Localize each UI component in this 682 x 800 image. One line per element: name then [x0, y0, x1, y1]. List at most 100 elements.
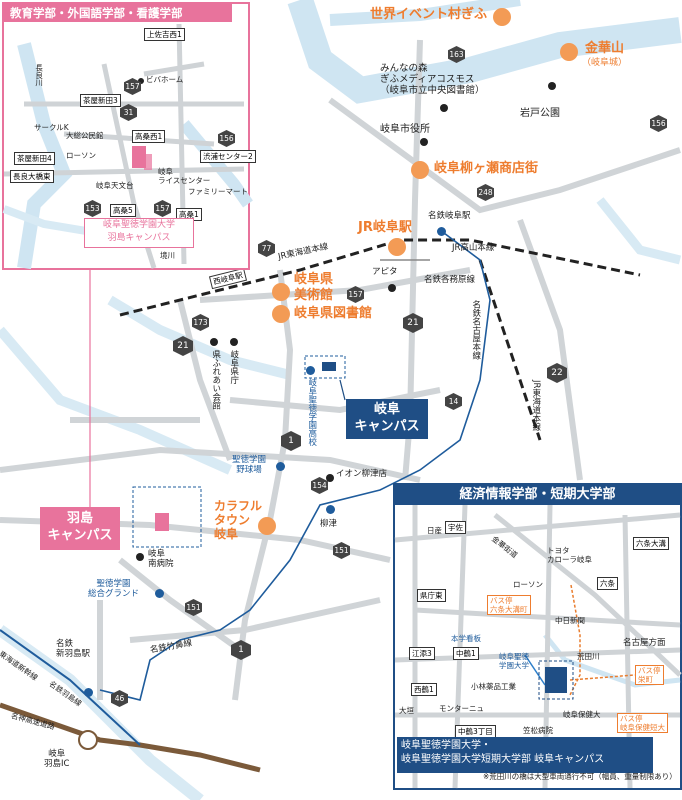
- gifu-campus-marker: [322, 362, 336, 371]
- hashima-campus-dashbox: [132, 486, 202, 548]
- meitetsu-gifu-station-dot: [437, 227, 446, 236]
- iwato-park-label: 岩戸公園: [520, 108, 560, 119]
- apita-label: アピタ: [372, 267, 398, 277]
- route-1: 1: [281, 431, 301, 451]
- hashima-ic: [78, 730, 98, 750]
- edu-label-chayashinden4: 茶屋新田4: [14, 152, 55, 165]
- eco-label-aratagawa: 荒田川: [577, 652, 600, 661]
- gifu-campus-dashbox: [304, 355, 346, 379]
- nagara-river: [287, 0, 682, 104]
- kinkazan-dot: [560, 43, 578, 61]
- edu-route-31: 31: [120, 104, 137, 121]
- edu-vivahome-dot: [138, 78, 144, 84]
- edu-label-vivahome: ビバホーム: [146, 75, 184, 84]
- eco-label-kencho-higashi: 県庁東: [417, 589, 446, 602]
- route-156: 156: [650, 115, 667, 132]
- route-151-east: 151: [333, 542, 350, 559]
- world-event-village-label: 世界イベント村ぎふ: [370, 7, 488, 22]
- shinhashima-station-label: 名鉄 新羽島駅: [56, 639, 91, 659]
- route-1-south: 1: [231, 640, 251, 660]
- eco-label-chunichi: 中日新聞: [555, 616, 585, 625]
- edu-campus-label: 岐阜聖徳学園大学 羽島キャンパス: [84, 218, 194, 248]
- pref-office-label: 岐阜県庁: [228, 350, 239, 384]
- eco-busstop-rokujo: バス停 六条大溝町: [487, 595, 531, 615]
- library-label: 岐阜県図書館: [294, 306, 373, 321]
- eco-label-nakatsuru1: 中鶴1: [453, 647, 479, 660]
- city-hall-label: 岐阜市役所: [380, 124, 430, 135]
- eco-busstop-sakaemachi: バス停 栄町: [635, 665, 664, 685]
- ballpark-dot: [276, 462, 285, 471]
- edu-label-kamisayoshi: 上佐吉西1: [144, 28, 185, 41]
- eco-label-usa: 宇佐: [445, 521, 466, 534]
- colorful-town-dot: [258, 517, 276, 535]
- jr-gifu-label: JR岐阜駅: [358, 220, 412, 235]
- eco-label-toyota: トヨタ カローラ岐阜: [547, 546, 592, 564]
- world-event-village-dot: [493, 8, 511, 26]
- edu-label-kominkan: 大総公民館: [66, 131, 104, 140]
- eco-label-nishitsuru1: 西鶴1: [411, 683, 437, 696]
- iwato-park-dot: [548, 82, 556, 90]
- yanaizu-dot: [326, 505, 335, 514]
- shinkansen: [0, 629, 141, 746]
- edu-label-lawson: ローソン: [66, 151, 96, 160]
- meitetsu-lines: [99, 229, 491, 701]
- edu-label-nagaraohashi: 長良大橋東: [10, 170, 54, 183]
- kakamigahara-line-label: 名鉄各務原線: [424, 275, 476, 285]
- yanagase-dot: [411, 161, 429, 179]
- route-157: 157: [347, 286, 364, 303]
- route-22: 22: [547, 363, 567, 383]
- education-inset-title: 教育学部・外国語学部・看護学部: [4, 4, 232, 22]
- minami-hospital-dot: [136, 553, 144, 561]
- ballpark-label: 聖徳学園 野球場: [232, 455, 267, 475]
- eco-label-rokujo: 六条: [597, 577, 618, 590]
- route-154: 154: [311, 477, 328, 494]
- gifu-campus-badge[interactable]: 岐阜 キャンパス: [346, 399, 428, 439]
- route-21-north: 21: [403, 313, 423, 333]
- eco-label-nagoya-direction: 名古屋方面: [623, 638, 666, 648]
- hashima-campus-marker: [155, 513, 169, 531]
- yanagase-label: 岐阜柳ヶ瀬商店街: [434, 161, 539, 176]
- river-east: [596, 197, 682, 265]
- gifu-castle-label: （岐阜城）: [582, 58, 628, 68]
- economics-inset-title: 経済情報学部・短期大学部: [395, 485, 680, 505]
- media-cosmos-label: みんなの森 ぎふメディアコスモス （岐阜市立中央図書館）: [380, 63, 485, 96]
- sogo-ground-label: 聖徳学園 総合グランド: [88, 579, 140, 599]
- nagoya-line-label: 名鉄名古屋本線: [470, 300, 481, 360]
- railways: [119, 238, 641, 441]
- eco-label-nissan: 日産: [427, 526, 442, 535]
- route-77: 77: [258, 240, 275, 257]
- eco-busstop-hoken-tandai: バス停 岐阜保健短大: [617, 713, 668, 733]
- jr-gifu-dot: [388, 238, 406, 256]
- kinkazan-label: 金華山: [585, 41, 625, 56]
- hashima-campus-badge[interactable]: 羽島 キャンパス: [40, 507, 120, 550]
- route-173: 173: [192, 314, 209, 331]
- art-museum-label: 岐阜県 美術館: [294, 272, 334, 303]
- hashima-ic-label: 岐阜 羽島IC: [44, 749, 70, 769]
- edu-label-observatory: 岐阜天文台: [96, 181, 134, 190]
- edu-label-rice-center: 岐阜 ライスセンター: [158, 167, 211, 185]
- aeon-dot: [326, 474, 334, 482]
- yanaizu-label: 柳津: [320, 519, 338, 529]
- eco-label-rokujo-omizo: 六条大溝: [633, 537, 669, 550]
- eco-label-montagne: モンターニュ: [439, 704, 484, 713]
- river-north: [329, 0, 521, 26]
- aeon-label: イオン柳津店: [336, 469, 388, 479]
- colorful-town-label: カラフル タウン 岐阜: [214, 499, 263, 541]
- minami-hospital-label: 岐阜 南病院: [148, 549, 174, 569]
- eco-bridge-note: ※荒田川の橋は大型車両通行不可（幅員、重量制限あり）: [483, 772, 677, 781]
- meitetsu-gifu-station-label: 名鉄岐阜駅: [428, 211, 471, 221]
- edu-label-nagaragawa: 長良川: [34, 64, 44, 87]
- sogo-ground-dot: [155, 589, 164, 598]
- edu-label-circlek: サークルK: [34, 123, 69, 132]
- edu-label-sakaigawa: 境川: [160, 251, 175, 260]
- route-248: 248: [477, 184, 494, 201]
- edu-route-157-south: 157: [154, 200, 171, 217]
- art-museum-dot: [272, 283, 290, 301]
- eco-label-kobayashi: 小林薬品工業: [471, 682, 516, 691]
- seitoku-hs-label: 岐阜聖徳学園高校: [306, 378, 317, 446]
- route-14: 14: [445, 393, 462, 410]
- route-46: 46: [111, 690, 128, 707]
- eco-label-hoken-univ: 岐阜保健大: [563, 710, 601, 719]
- eco-label-ogaki: 大垣: [399, 706, 414, 715]
